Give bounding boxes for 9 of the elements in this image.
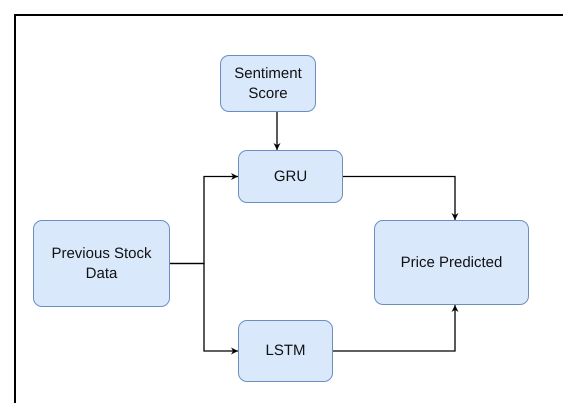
process-box: Price Predicted xyxy=(374,220,529,305)
process-box: Sentiment Score xyxy=(220,55,316,112)
process-box: GRU xyxy=(238,150,343,203)
arrow xyxy=(333,305,458,352)
arrow xyxy=(343,176,458,220)
process-box: LSTM xyxy=(238,320,333,382)
process-box: Previous Stock Data xyxy=(33,220,170,307)
arrow xyxy=(170,262,238,354)
arrow xyxy=(274,112,280,150)
